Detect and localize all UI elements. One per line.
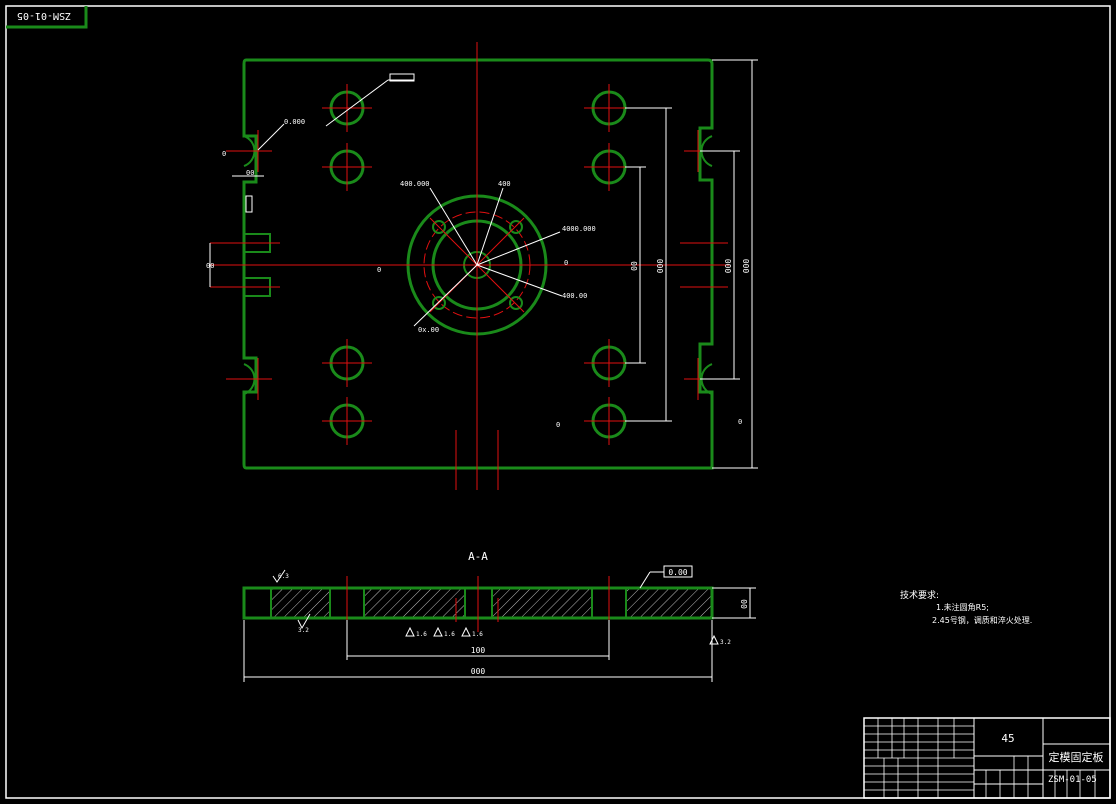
drawing-number: ZSM-01-05 (1048, 775, 1097, 785)
hatch-3 (492, 588, 592, 618)
center-mark-1: 0 (377, 266, 381, 274)
center-mark-3: 0 (556, 421, 560, 429)
dim-left: 00 (206, 262, 214, 270)
rough-2: 3.2 (298, 627, 309, 634)
label-circle-3: 4000.000 (562, 225, 596, 233)
rough-3: 1.6 (416, 631, 427, 638)
dimension-lines (209, 59, 758, 469)
tech-req-item-2: 2.45号钢，调质和淬火处理. (932, 615, 1032, 625)
plate-outline (242, 58, 714, 470)
plan-view: 000 000 000 00 0.000 00 400.000 400 4000… (206, 42, 758, 490)
center-mark-4: 0 (738, 418, 742, 426)
dim-mid: 000 (656, 259, 665, 274)
dim-bottom-total: 000 (471, 667, 486, 676)
dim-hole-dia: 0.000 (284, 118, 305, 126)
side-tapped-holes (210, 195, 280, 297)
title-block: 45 定模固定板 ZSM-01-05 (863, 717, 1111, 799)
dim-bottom-inner: 100 (471, 646, 486, 655)
rough-1: 6.3 (278, 573, 289, 580)
dim-thickness: 00 (740, 599, 749, 609)
centerlines (210, 42, 730, 490)
center-mark-2: 0 (564, 259, 568, 267)
tech-req-item-1: 1.未注圆角R5; (936, 602, 989, 612)
label-circle-4: 400.00 (562, 292, 587, 300)
dim-hole-small: 00 (246, 169, 254, 177)
rough-4: 1.6 (444, 631, 455, 638)
slot-mark: 0 (222, 150, 226, 158)
material-value: 45 (1001, 732, 1014, 745)
label-circle-1: 400.000 (400, 180, 430, 188)
dim-center-a: 00 (630, 261, 639, 271)
code-tag-text: ZSM-01-05 (17, 10, 71, 21)
tolerance-frame-plan (389, 73, 415, 82)
section-label: A-A (468, 550, 488, 563)
hatch-4 (626, 588, 711, 618)
technical-requirements: 技术要求: 1.未注圆角R5; 2.45号钢，调质和淬火处理. (900, 589, 1032, 625)
rough-5: 1.6 (472, 631, 483, 638)
dim-right-outer: 000 (742, 259, 751, 274)
label-circle-2: 400 (498, 180, 511, 188)
part-name: 定模固定板 (1049, 750, 1104, 764)
drawing-border (5, 5, 1111, 799)
rough-6: 3.2 (720, 639, 731, 646)
dim-right-inner: 000 (724, 259, 733, 274)
hatch-2 (364, 588, 465, 618)
roughness-symbols: 6.3 3.2 1.6 1.6 1.6 3.2 (272, 569, 731, 646)
tech-req-title: 技术要求: (900, 589, 939, 601)
section-view: A-A 0.00 000 1 (242, 550, 756, 682)
tolerance-value: 0.00 (668, 568, 687, 577)
code-tag: ZSM-01-05 (6, 6, 88, 29)
label-bolt: 0x.00 (418, 326, 439, 334)
tolerance-frame (663, 565, 693, 578)
hatch-1 (271, 588, 330, 618)
